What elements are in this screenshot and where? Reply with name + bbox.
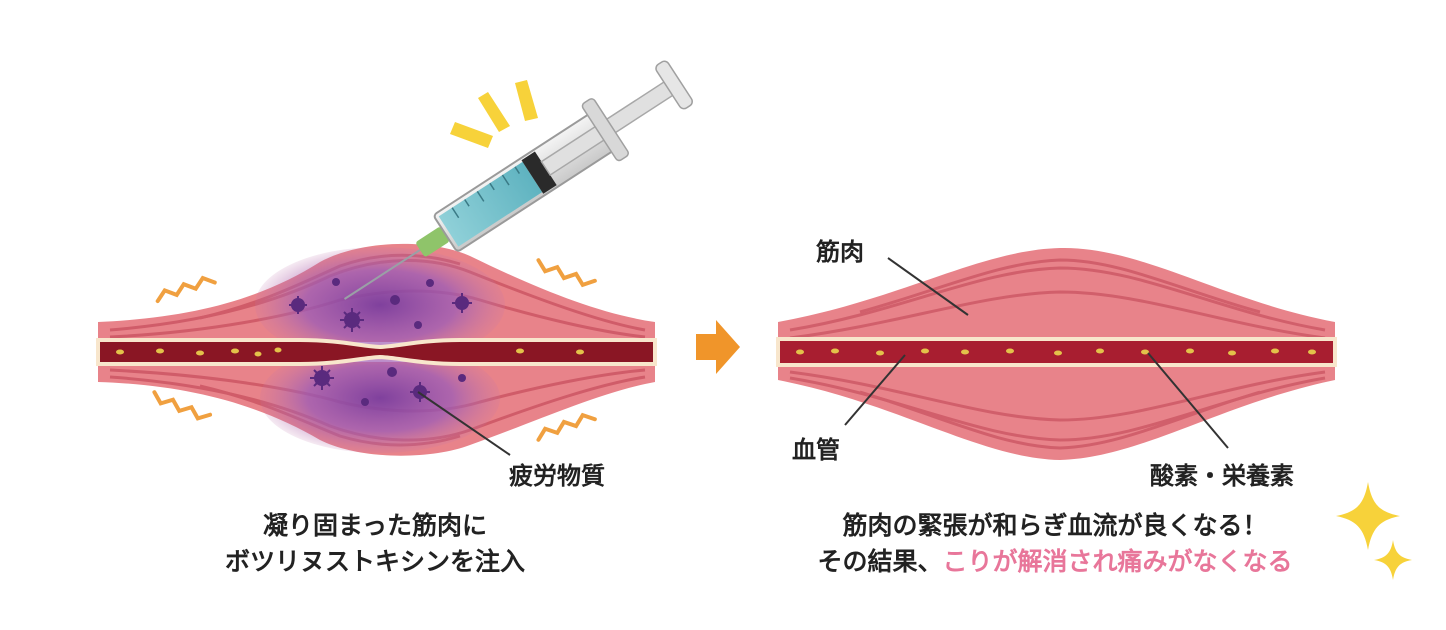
label-fatigue: 疲労物質 <box>509 462 605 490</box>
caption-right-line1: 筋肉の緊張が和らぎ血流が良くなる！ <box>842 511 1268 540</box>
caption-left-line2: ボツリヌストキシンを注入 <box>224 547 525 576</box>
caption-right: 筋肉の緊張が和らぎ血流が良くなる！ その結果、こりが解消され痛みがなくなる <box>735 508 1375 580</box>
right-muscle <box>776 247 1337 460</box>
left-muscle <box>96 243 657 456</box>
syringe-icon <box>343 60 693 300</box>
caption-left: 凝り固まった筋肉に ボツリヌストキシンを注入 <box>150 508 600 580</box>
label-muscle: 筋肉 <box>816 238 864 266</box>
caption-left-line1: 凝り固まった筋肉に <box>262 511 487 540</box>
sparkle-icon <box>1336 482 1412 580</box>
leader-lines <box>417 257 1229 456</box>
arrow-right-icon <box>696 320 740 374</box>
sparkle-rays <box>450 80 538 148</box>
caption-right-highlight: こりが解消され痛みがなくなる <box>942 547 1293 576</box>
label-oxygen: 酸素・栄養素 <box>1150 462 1294 490</box>
caption-right-line2: その結果、こりが解消され痛みがなくなる <box>735 544 1375 580</box>
caption-right-prefix: その結果、 <box>817 547 943 576</box>
label-vessel: 血管 <box>792 436 840 464</box>
